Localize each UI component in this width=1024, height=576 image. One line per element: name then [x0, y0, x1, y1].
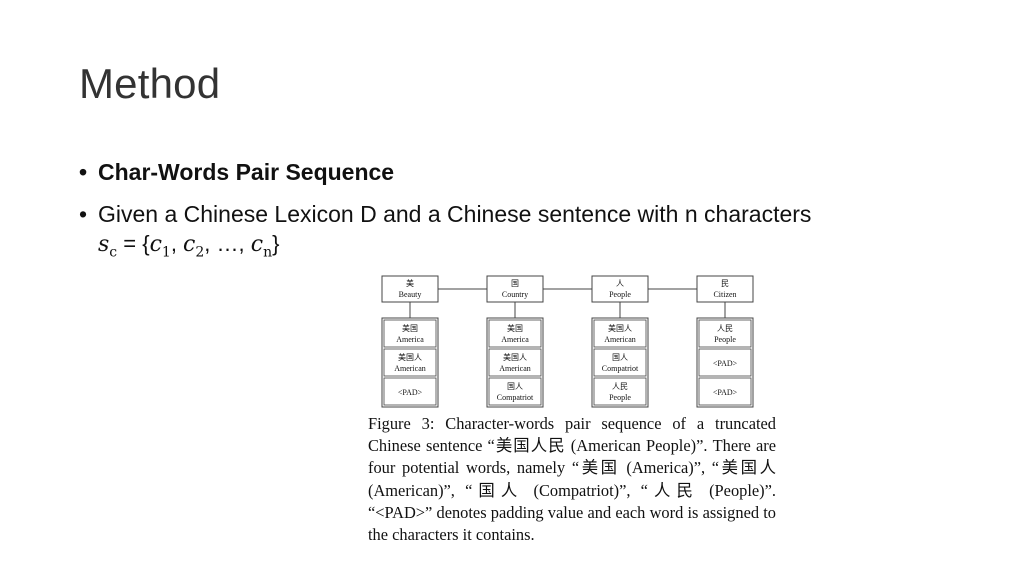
char-label: 人 — [616, 279, 624, 288]
char-label: 国 — [511, 279, 519, 288]
word-gloss: People — [714, 335, 736, 344]
bullet-text: Char-Words Pair Sequence — [98, 159, 395, 185]
formula-sep1: , — [170, 231, 184, 256]
char-box — [591, 275, 649, 303]
word-cell — [383, 348, 437, 377]
word-cell — [593, 319, 647, 348]
word-gloss: Compatriot — [497, 393, 534, 402]
word-gloss: People — [609, 393, 631, 402]
word-gloss: America — [396, 335, 424, 344]
word-cell — [488, 319, 542, 348]
word-cell — [698, 377, 752, 406]
formula-c1-sub: 1 — [161, 244, 171, 261]
formula-lhs: s — [98, 232, 110, 257]
char-gloss: Country — [502, 290, 528, 299]
figure-char-words-pair: 美 Beauty 国 Country 人 People 民 Citizen 美国 America 美… — [368, 272, 778, 572]
word-gloss: American — [394, 364, 426, 373]
bullet-marker: • — [79, 201, 88, 227]
figure-caption: Figure 3: Character-words pair sequence … — [368, 414, 776, 545]
char-label: 民 — [721, 279, 729, 288]
word-gloss: American — [499, 364, 531, 373]
word-cell — [383, 377, 437, 406]
word-label: 国人 — [612, 353, 628, 362]
char-words-diagram: 美 Beauty 国 Country 人 People 民 Citizen 美国 America 美… — [381, 275, 754, 408]
word-label: 美国人 — [398, 352, 422, 362]
word-cell — [383, 319, 437, 348]
word-cell — [593, 348, 647, 377]
formula-close: } — [272, 231, 280, 256]
formula-c2-sub: 2 — [195, 244, 205, 261]
word-label: 人民 — [717, 324, 733, 333]
bullet-item-given-lexicon: • Given a Chinese Lexicon D and a Chines… — [79, 199, 979, 265]
char-gloss: Beauty — [399, 290, 422, 299]
char-label: 美 — [406, 278, 414, 288]
word-label: 美国人 — [503, 352, 527, 362]
char-box — [696, 275, 754, 303]
pad-label: <PAD> — [713, 359, 738, 368]
formula-eq: = { — [117, 231, 150, 256]
bullet-list: • Char-Words Pair Sequence • Given a Chi… — [79, 157, 979, 277]
bullet-text: Given a Chinese Lexicon D and a Chinese … — [98, 201, 812, 227]
word-label: 美国 — [402, 323, 418, 333]
formula-sep2: , …, — [204, 231, 251, 256]
pad-label: <PAD> — [713, 388, 738, 397]
word-label: 人民 — [612, 382, 628, 391]
formula-c1: c — [149, 232, 162, 257]
word-cell — [488, 348, 542, 377]
formula-c2: c — [183, 232, 196, 257]
word-cell — [698, 319, 752, 348]
word-label: 美国 — [507, 323, 523, 333]
word-label: 国人 — [507, 382, 523, 391]
bullet-item-char-words: • Char-Words Pair Sequence — [79, 157, 979, 187]
formula-lhs-sub: c — [109, 244, 118, 261]
sentence-formula: sc = {c1, c2, …, cn} — [98, 231, 979, 265]
char-gloss: Citizen — [713, 290, 736, 299]
bullet-marker: • — [79, 159, 88, 185]
word-gloss: American — [604, 335, 636, 344]
pad-label: <PAD> — [398, 388, 423, 397]
formula-cn-sub: n — [263, 244, 273, 261]
formula-cn: c — [250, 232, 264, 257]
word-label: 美国人 — [608, 323, 632, 333]
char-gloss: People — [609, 290, 631, 299]
word-cell — [488, 377, 542, 406]
word-gloss: Compatriot — [602, 364, 639, 373]
word-cell — [698, 348, 752, 377]
word-gloss: America — [501, 335, 529, 344]
page-title: Method — [79, 60, 221, 107]
char-box — [486, 275, 544, 303]
word-cell — [593, 377, 647, 406]
